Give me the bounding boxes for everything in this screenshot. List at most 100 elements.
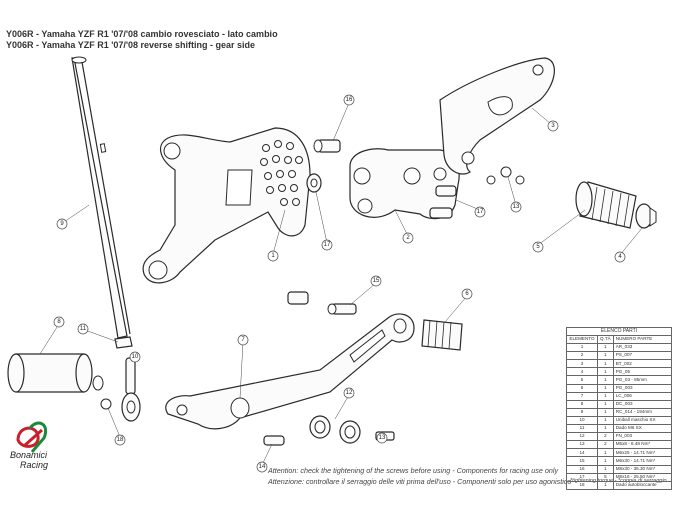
callout-17a: 17 <box>321 239 333 251</box>
cell-part-number: DC_003 <box>612 399 673 409</box>
callout-11: 11 <box>77 323 89 335</box>
part-3-plate <box>439 57 555 175</box>
cell-element: 18 <box>566 480 598 490</box>
callout-16: 16 <box>343 94 355 106</box>
cell-part-number: PG_05 <box>612 367 673 377</box>
cell-element: 15 <box>566 456 598 466</box>
cell-part-number: M8x30 - 35.30 Nm* <box>612 464 673 474</box>
part-7-lever <box>165 313 415 430</box>
cell-element: 10 <box>566 415 598 426</box>
part-8-cylinder <box>7 353 112 410</box>
callout-18: 18 <box>114 434 126 446</box>
cell-part-number: Dado M6 SX <box>612 424 673 434</box>
callout-4: 4 <box>614 251 626 263</box>
callout-12: 12 <box>343 387 355 399</box>
svg-text:17: 17 <box>477 209 484 215</box>
svg-text:8: 8 <box>57 319 61 325</box>
parts-table: ELENCO PARTI ELEMENTO Q.TÀ NUMERO PARTE … <box>566 327 673 490</box>
cell-qty: 1 <box>597 415 614 426</box>
cell-qty: 1 <box>597 343 614 353</box>
svg-text:3: 3 <box>551 123 555 129</box>
cell-qty: 1 <box>597 375 614 385</box>
cell-qty: 1 <box>597 399 614 409</box>
svg-text:6: 6 <box>465 291 469 297</box>
svg-text:2: 2 <box>406 235 410 241</box>
cell-element: 1 <box>566 343 598 353</box>
cell-element: 2 <box>566 351 598 361</box>
svg-text:17: 17 <box>324 242 331 248</box>
col-header-qty: Q.TÀ <box>597 334 614 345</box>
plate-holes <box>260 140 303 206</box>
bolt-15 <box>327 303 357 315</box>
cell-qty: 1 <box>597 351 614 361</box>
cell-qty: 1 <box>597 456 614 466</box>
cell-part-number: M8x16 - 25.50 Nm* <box>612 472 673 482</box>
callout-2: 2 <box>402 232 414 244</box>
callouts: 16 1 2 3 5 4 17 17 13 9 8 11 10 18 7 6 1… <box>53 94 626 473</box>
part-9-rod <box>71 56 131 339</box>
col-header-element: ELEMENTO <box>566 334 598 345</box>
svg-text:15: 15 <box>373 278 380 284</box>
callout-6: 6 <box>461 288 473 300</box>
title-italian: Y006R - Yamaha YZF R1 '07/'08 cambio rov… <box>6 29 278 39</box>
cell-element: 3 <box>566 359 598 369</box>
bolts-17-group <box>429 185 457 219</box>
footer-note-english: Attention: check the tightening of the s… <box>268 466 559 475</box>
svg-text:5: 5 <box>536 244 540 250</box>
cell-part-number: M6x25 - 14.71 Nm* <box>612 448 673 458</box>
callout-5: 5 <box>532 241 544 253</box>
cell-qty: 1 <box>597 424 614 434</box>
col-header-part-number: NUMERO PARTE <box>612 334 673 345</box>
bolt-14 <box>263 435 285 446</box>
svg-text:9: 9 <box>60 221 64 227</box>
cell-qty: 1 <box>597 448 614 458</box>
cell-qty: 1 <box>597 391 614 401</box>
callout-3: 3 <box>547 120 559 132</box>
cell-element: 7 <box>566 391 598 401</box>
footer-note-italian: Attenzione: controllare il serraggio del… <box>268 477 572 486</box>
brand-line-2: Racing <box>20 460 49 470</box>
callout-9: 9 <box>56 218 68 230</box>
cell-qty: 5 <box>597 472 614 482</box>
svg-text:1: 1 <box>271 253 275 259</box>
cell-element: 8 <box>566 399 598 409</box>
callout-17b: 17 <box>474 206 486 218</box>
svg-text:14: 14 <box>259 464 266 470</box>
bolt-16 <box>313 139 341 153</box>
cell-qty: 1 <box>597 359 614 369</box>
cell-qty: 1 <box>597 480 614 490</box>
cell-part-number: M6x30 - 14.71 Nm* <box>612 456 673 466</box>
cell-part-number: RC_014 - 194mm <box>612 407 673 417</box>
cell-element: 6 <box>566 383 598 393</box>
cell-part-number: M5x8 - 8.48 Nm* <box>612 440 673 450</box>
svg-text:16: 16 <box>346 97 353 103</box>
svg-text:10: 10 <box>132 354 139 360</box>
callout-10: 10 <box>129 351 141 363</box>
svg-text:13: 13 <box>513 204 520 210</box>
callout-15: 15 <box>370 275 382 287</box>
svg-text:4: 4 <box>618 254 622 260</box>
cell-part-number: PG_03 - 85mm <box>612 375 673 385</box>
svg-text:7: 7 <box>241 337 245 343</box>
brand-line-1: Bonamici <box>10 450 48 460</box>
callout-14: 14 <box>256 461 268 473</box>
cell-qty: 2 <box>597 440 614 450</box>
cell-element: 12 <box>566 432 598 442</box>
brand-name: Bonamici Racing <box>10 428 66 470</box>
cell-part-number: LC_006 <box>612 391 673 401</box>
